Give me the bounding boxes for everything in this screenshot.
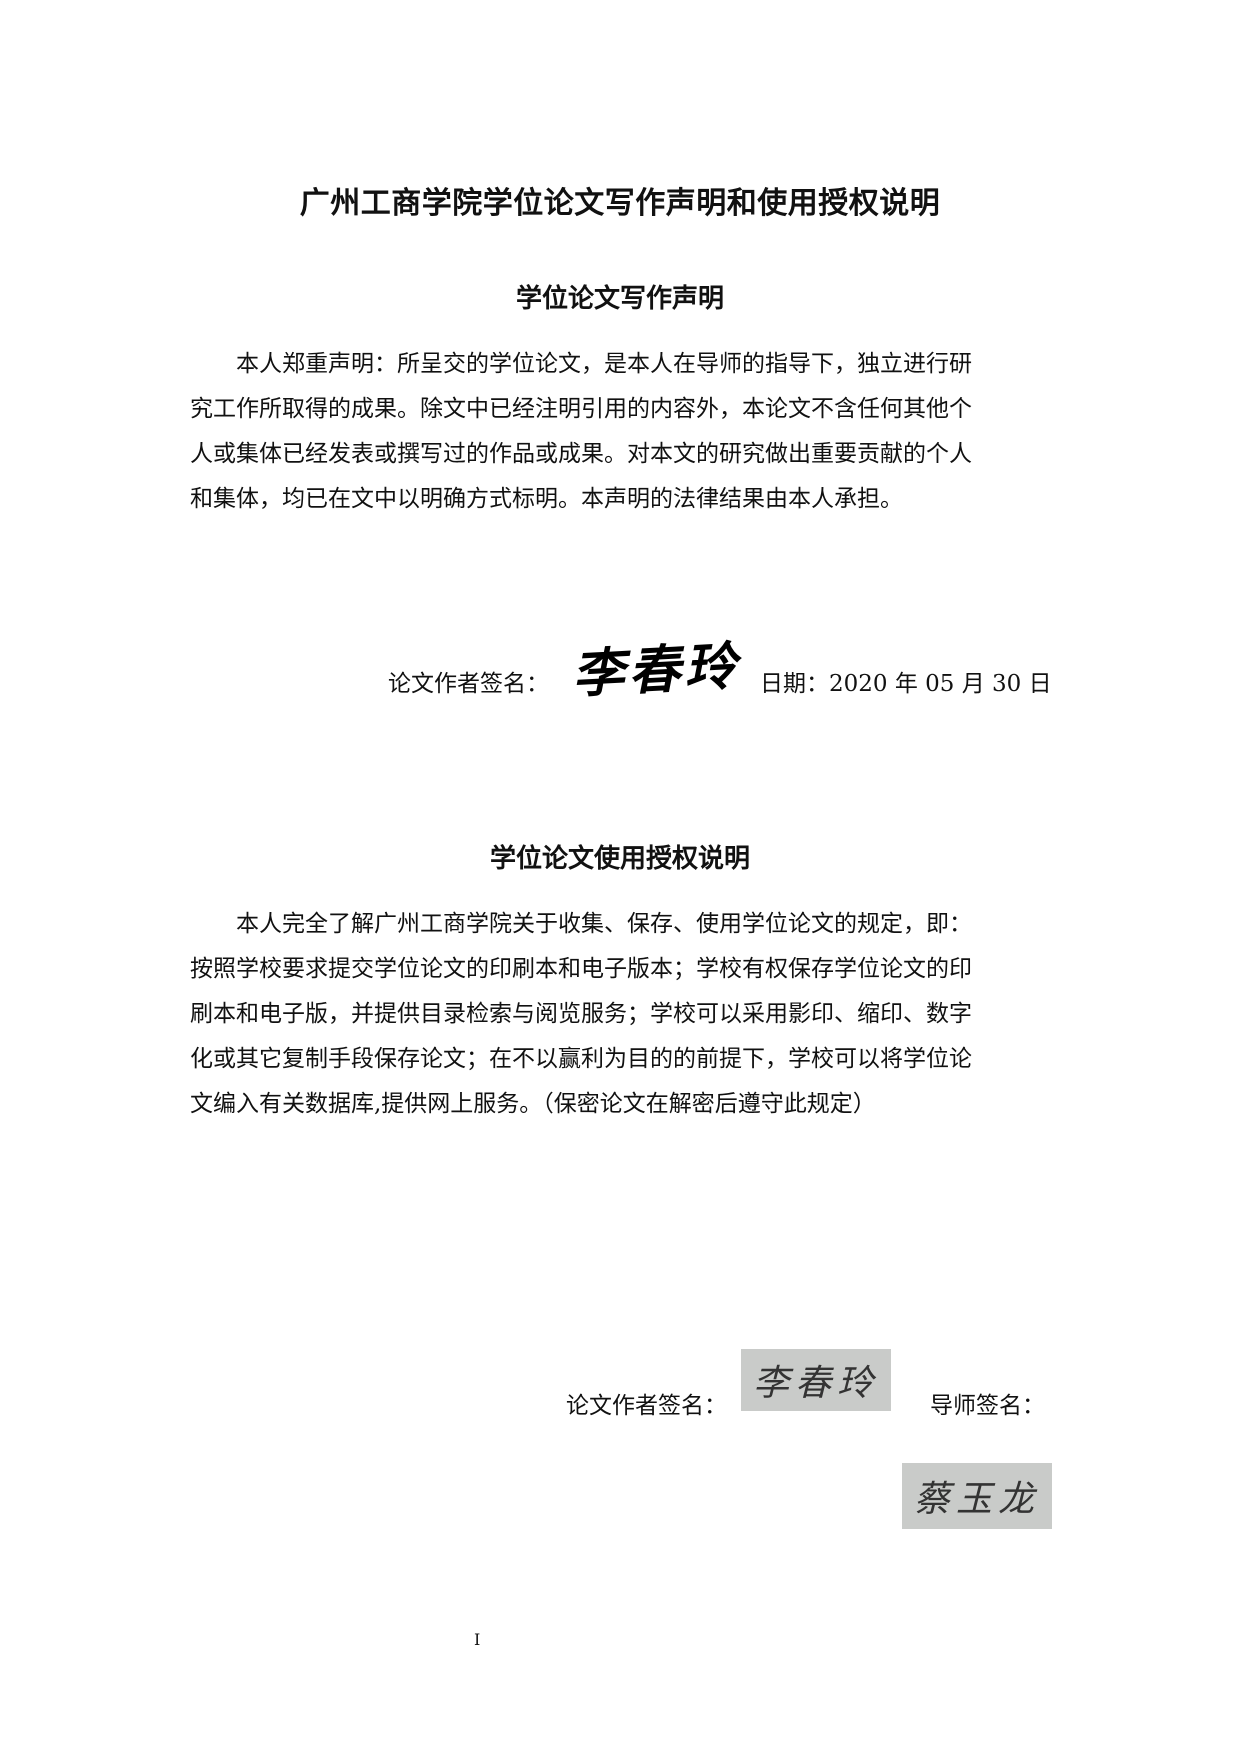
- declaration-paragraph: 本人郑重声明：所呈交的学位论文，是本人在导师的指导下，独立进行研 究工作所取得的…: [190, 342, 1060, 522]
- authorization-line: 文编入有关数据库,提供网上服务。（保密论文在解密后遵守此规定）: [190, 1091, 876, 1117]
- authorization-author-signature-label: 论文作者签名：: [566, 1393, 727, 1419]
- page-number: I: [474, 1630, 481, 1649]
- authorization-heading: 学位论文使用授权说明: [489, 844, 750, 874]
- date-label: 日期：: [760, 671, 829, 697]
- authorization-line: 刷本和电子版，并提供目录检索与阅览服务；学校可以采用影印、缩印、数字: [190, 1001, 972, 1027]
- declaration-line: 人或集体已经发表或撰写过的作品或成果。对本文的研究做出重要贡献的个人: [190, 441, 972, 467]
- advisor-signature-label: 导师签名：: [930, 1393, 1045, 1419]
- declaration-line: 究工作所取得的成果。除文中已经注明引用的内容外，本论文不含任何其他个: [190, 396, 972, 422]
- declaration-author-signature: 李春玲: [570, 635, 742, 706]
- declaration-date: 日期：2020 年 05 月 30 日: [760, 664, 1052, 698]
- authorization-line: 按照学校要求提交学位论文的印刷本和电子版本；学校有权保存学位论文的印: [190, 956, 972, 982]
- advisor-signature: 蔡玉龙: [902, 1463, 1052, 1529]
- date-value: 2020 年 05 月 30 日: [829, 671, 1052, 697]
- document-title: 广州工商学院学位论文写作声明和使用授权说明: [299, 186, 941, 221]
- declaration-heading: 学位论文写作声明: [515, 284, 724, 314]
- authorization-line: 本人完全了解广州工商学院关于收集、保存、使用学位论文的规定，即：: [236, 911, 972, 937]
- authorization-line: 化或其它复制手段保存论文；在不以赢利为目的的前提下，学校可以将学位论: [190, 1046, 972, 1072]
- declaration-line: 和集体，均已在文中以明确方式标明。本声明的法律结果由本人承担。: [190, 486, 903, 512]
- declaration-author-signature-label: 论文作者签名：: [388, 671, 549, 697]
- authorization-author-signature: 李春玲: [741, 1349, 891, 1411]
- authorization-paragraph: 本人完全了解广州工商学院关于收集、保存、使用学位论文的规定，即： 按照学校要求提…: [190, 902, 1060, 1127]
- declaration-line: 本人郑重声明：所呈交的学位论文，是本人在导师的指导下，独立进行研: [236, 351, 972, 377]
